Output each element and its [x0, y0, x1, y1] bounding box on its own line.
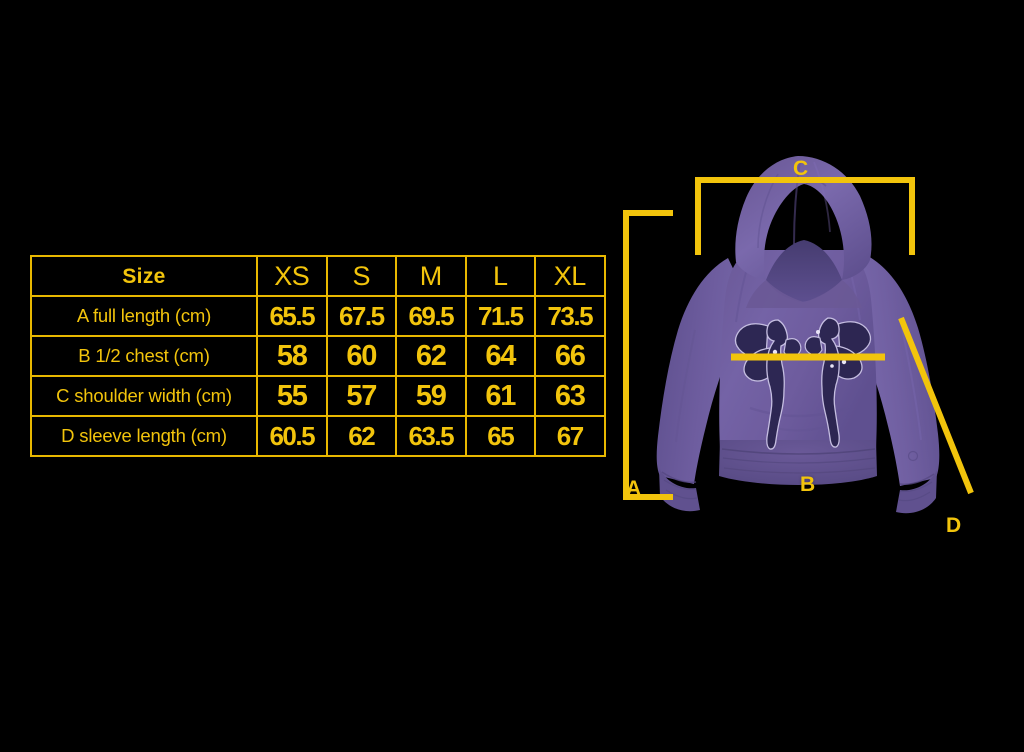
cell-c-l: 61: [464, 375, 536, 417]
row-label-shoulder-width: C shoulder width (cm): [30, 375, 258, 417]
column-header-m: M: [395, 255, 467, 297]
cell-c-m: 59: [395, 375, 467, 417]
measure-line-d: [898, 316, 974, 495]
cell-d-m: 63.5: [395, 415, 467, 457]
cell-d-l: 65: [464, 415, 536, 457]
cell-d-xs: 60.5: [256, 415, 328, 457]
column-header-l: L: [464, 255, 536, 297]
cell-a-xl: 73.5: [534, 295, 606, 337]
measure-label-b: B: [800, 473, 816, 496]
table-header-size-label: Size: [30, 255, 258, 297]
table-header-row: Size XS S M L XL: [30, 255, 606, 297]
cell-b-s: 60: [325, 335, 397, 377]
row-label-sleeve-length: D sleeve length (cm): [30, 415, 258, 457]
row-label-full-length: A full length (cm): [30, 295, 258, 337]
size-chart-table: Size XS S M L XL A full length (cm) 65.5…: [30, 255, 606, 457]
hoodie-neck-area: [746, 280, 862, 308]
cell-c-s: 57: [325, 375, 397, 417]
cell-d-s: 62: [325, 415, 397, 457]
cell-c-xl: 63: [534, 375, 606, 417]
measure-label-c: C: [793, 157, 809, 180]
cell-b-xs: 58: [256, 335, 328, 377]
hoodie-illustration: [656, 156, 940, 514]
column-header-s: S: [325, 255, 397, 297]
table-row: A full length (cm) 65.5 67.5 69.5 71.5 7…: [30, 295, 606, 337]
table-row: D sleeve length (cm) 60.5 62 63.5 65 67: [30, 415, 606, 457]
table-row: B 1/2 chest (cm) 58 60 62 64 66: [30, 335, 606, 377]
measure-bracket-a: [623, 210, 673, 500]
column-header-xl: XL: [534, 255, 606, 297]
size-table-body: Size XS S M L XL A full length (cm) 65.5…: [30, 255, 606, 457]
row-label-half-chest: B 1/2 chest (cm): [30, 335, 258, 377]
measurement-marks: [623, 177, 974, 500]
measure-label-d: D: [946, 514, 962, 537]
cell-d-xl: 67: [534, 415, 606, 457]
cell-b-m: 62: [395, 335, 467, 377]
measure-label-a: A: [626, 477, 642, 500]
cell-a-l: 71.5: [464, 295, 536, 337]
fairy-graphic: [734, 317, 872, 450]
cell-a-xs: 65.5: [256, 295, 328, 337]
table-row: C shoulder width (cm) 55 57 59 61 63: [30, 375, 606, 417]
column-header-xs: XS: [256, 255, 328, 297]
cell-b-l: 64: [464, 335, 536, 377]
cell-b-xl: 66: [534, 335, 606, 377]
hoodie-measurement-diagram: A B C D: [600, 140, 1004, 536]
cell-c-xs: 55: [256, 375, 328, 417]
cell-a-m: 69.5: [395, 295, 467, 337]
cell-a-s: 67.5: [325, 295, 397, 337]
measure-bracket-c: [695, 177, 915, 255]
hoodie-hood: [735, 156, 872, 302]
